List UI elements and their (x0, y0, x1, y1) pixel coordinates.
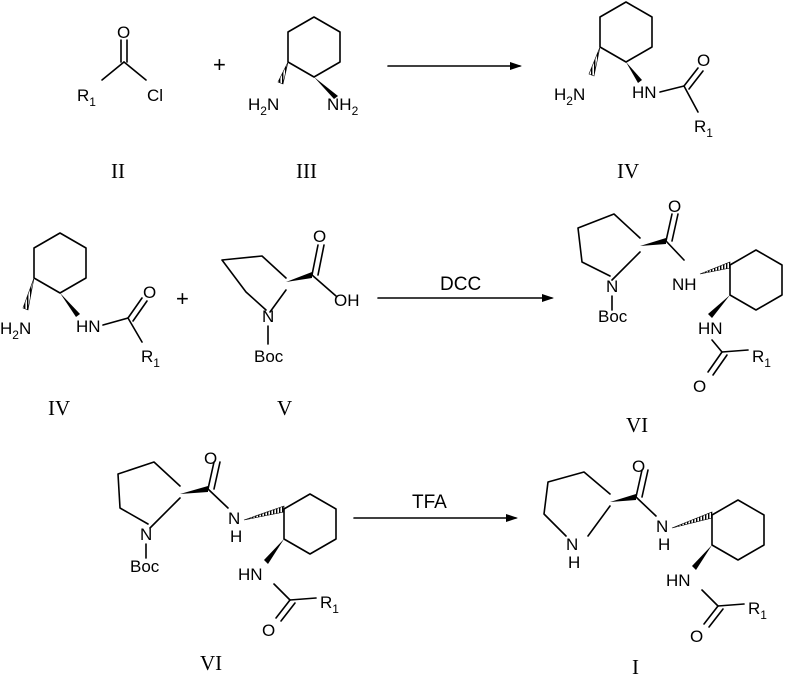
carbonyl-oxygen: O (143, 283, 156, 302)
boc-prolinamide-structure-2: O N Boc N H HN O R1 (117, 449, 339, 640)
reagent-dcc: DCC (440, 274, 481, 295)
amide-hn: HN (698, 319, 723, 338)
compound-label-ii: II (111, 159, 125, 183)
carbonyl-oxygen: O (204, 449, 217, 468)
diamine-structure: H2N NH2 (248, 16, 359, 118)
amide-nh: HN (632, 83, 657, 102)
boc-proline-structure: O OH N Boc (221, 227, 360, 366)
oxygen-atom: O (117, 23, 130, 42)
amine-right: NH2 (327, 95, 359, 118)
r1-group: R1 (694, 117, 713, 140)
pyrrolidine-n: N (606, 277, 618, 296)
amide-hn: HN (238, 565, 263, 584)
reaction-arrow-2: DCC (377, 274, 554, 302)
compound-label-iv: IV (617, 159, 639, 183)
compound-label-vi-2: VI (200, 651, 222, 675)
compound-label-vi: VI (626, 413, 648, 437)
boc-group: Boc (254, 347, 284, 366)
r1-group: R1 (752, 347, 771, 370)
carbonyl-oxygen: O (632, 457, 645, 476)
pyrrolidine-n: N (566, 535, 578, 554)
amide-hn: HN (666, 571, 691, 590)
amide-n: N (228, 509, 240, 528)
pyrrolidine-n: N (140, 525, 152, 544)
carbonyl-oxygen-2: O (262, 621, 275, 640)
compound-label-i: I (632, 655, 639, 679)
mono-amide-structure-2: H2N HN O R1 (0, 232, 160, 370)
acid-chloride-structure: O Cl R1 (77, 23, 163, 109)
plus-sign: + (213, 52, 226, 77)
reaction-arrow-1 (387, 62, 522, 70)
carbonyl-oxygen-2: O (693, 377, 706, 396)
r1-group: R1 (141, 347, 160, 370)
amide-nh: NH (672, 275, 697, 294)
mono-amide-structure: H2N HN O R1 (554, 1, 713, 140)
r1-group: R1 (748, 599, 767, 622)
r1-group: R1 (77, 86, 96, 109)
plus-sign-2: + (176, 286, 189, 311)
pyrrolidine-n: N (262, 307, 274, 326)
carbonyl-oxygen: O (697, 51, 710, 70)
amide-n: N (656, 517, 668, 536)
hydroxyl: OH (334, 291, 360, 310)
reagent-tfa: TFA (412, 492, 447, 513)
amide-h: H (658, 535, 670, 554)
boc-group: Boc (130, 557, 160, 576)
amine-group: H2N (554, 85, 585, 108)
amine-group: H2N (0, 319, 31, 342)
amide-h: H (230, 527, 242, 546)
pyrrolidine-h: H (568, 553, 580, 572)
carbonyl-oxygen: O (668, 197, 681, 216)
compound-label-v: V (277, 396, 292, 420)
boc-group: Boc (598, 307, 628, 326)
compound-label-iv-2: IV (48, 396, 70, 420)
chlorine-atom: Cl (147, 86, 163, 105)
carbonyl-oxygen-2: O (690, 627, 703, 646)
reaction-arrow-3: TFA (353, 492, 518, 522)
boc-prolinamide-structure: O N Boc NH HN O R1 (577, 197, 783, 396)
amide-nh: HN (76, 317, 101, 336)
amine-left: H2N (248, 95, 279, 118)
prolinamide-product-structure: O N H N H HN O R1 (543, 457, 767, 646)
compound-label-iii: III (296, 159, 317, 183)
carbonyl-oxygen: O (313, 227, 326, 246)
r1-group: R1 (320, 593, 339, 616)
